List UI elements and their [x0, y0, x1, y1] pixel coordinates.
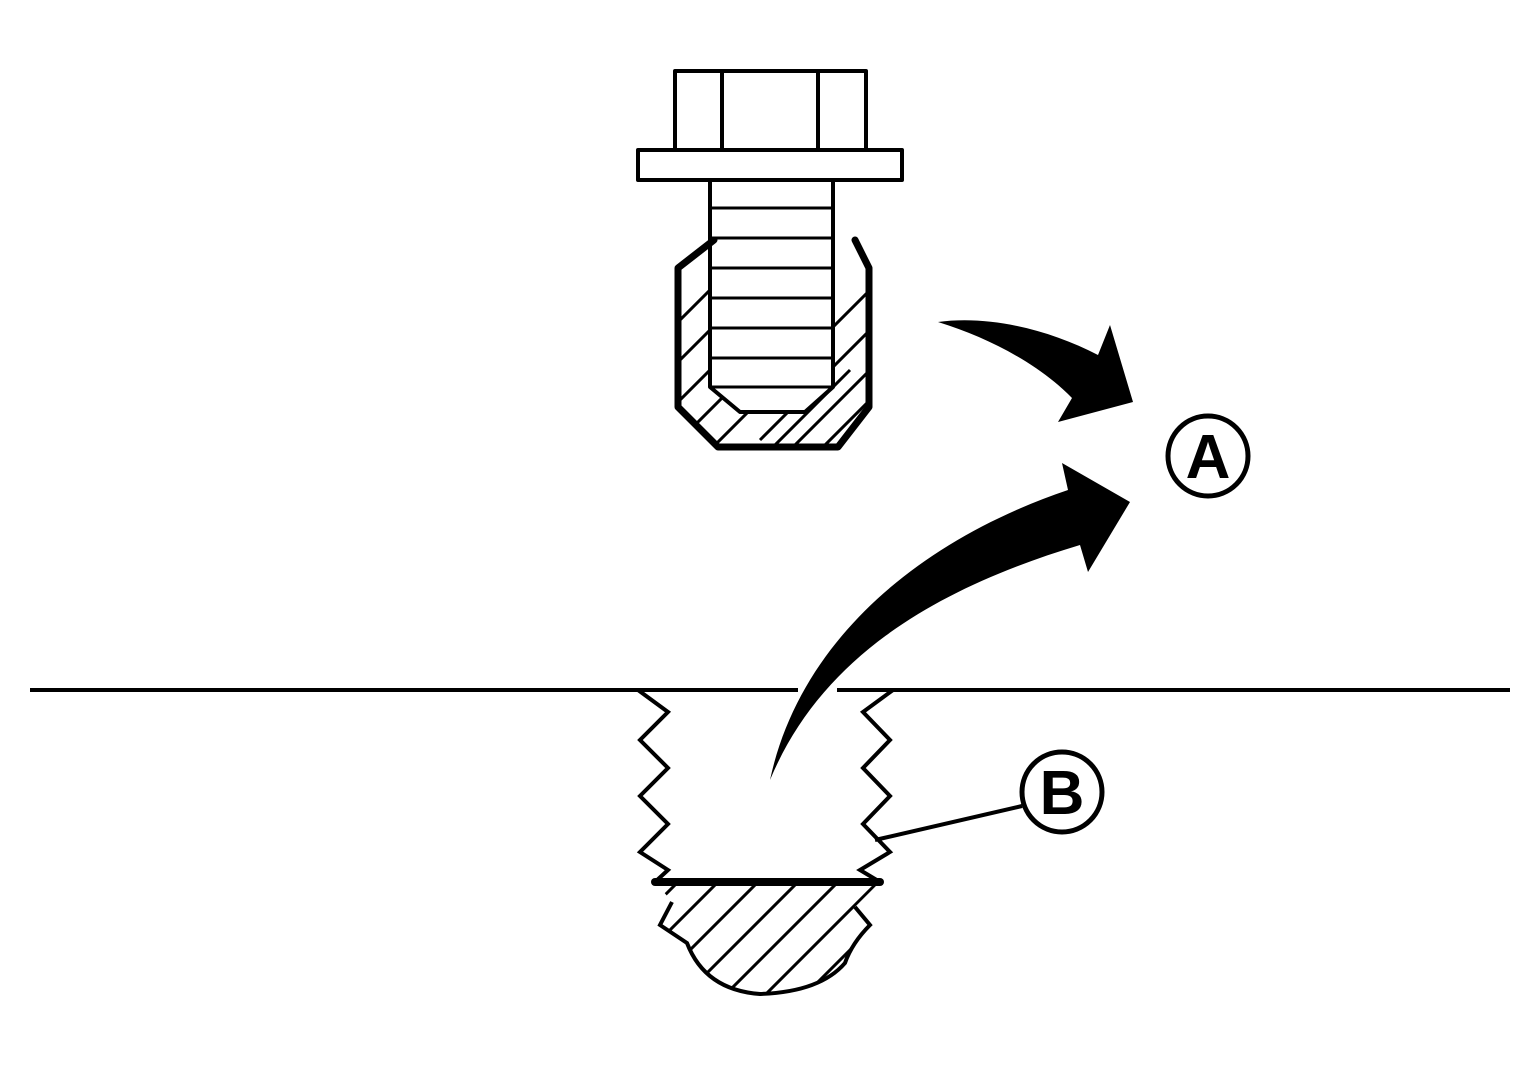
callout-a: A: [1165, 413, 1251, 499]
hole-thread-right: [856, 688, 895, 884]
callout-b-circle: [1019, 749, 1105, 835]
hole-bottom-hatching: [655, 882, 880, 994]
callout-a-label: A: [1186, 423, 1231, 492]
callout-b: B: [1019, 749, 1105, 835]
bolt-gasket-outline: [674, 236, 873, 451]
callout-b-leader: [874, 804, 1023, 842]
hole-thread-left: [636, 688, 672, 884]
callout-b-label: B: [1040, 759, 1085, 828]
bolt-threads: [710, 206, 833, 389]
bolt-shank: [708, 178, 835, 414]
bolt-flange: [636, 148, 904, 182]
callout-a-circle: [1165, 413, 1251, 499]
arrow-bolt-to-a: [938, 320, 1133, 422]
drain-bolt: [636, 69, 904, 451]
arrow-hole-to-a: [770, 463, 1130, 780]
threaded-hole: [636, 688, 895, 997]
bolt-hex-head: [673, 69, 868, 152]
hole-bottom-outline: [657, 901, 873, 997]
